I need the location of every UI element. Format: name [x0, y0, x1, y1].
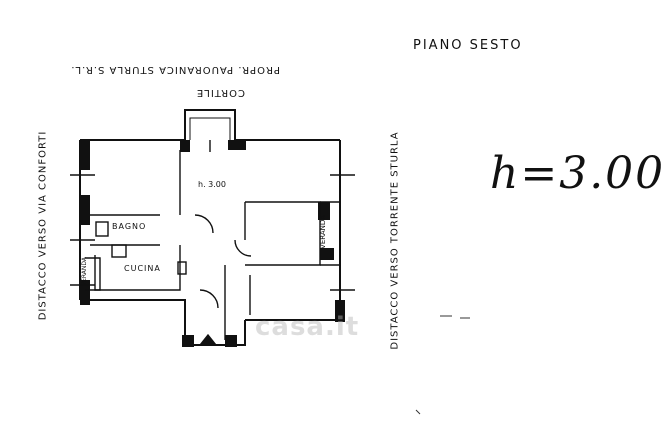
door-swing — [199, 289, 219, 309]
wall-segment — [318, 202, 330, 220]
interior-wall — [245, 201, 321, 266]
wall-segment — [80, 140, 90, 170]
veranda-outline — [85, 257, 101, 291]
window-mark — [70, 140, 355, 291]
left-side-label: DISTACCO VERSO VIA CONFORTI — [37, 130, 49, 321]
outer-wall-bottom — [80, 299, 246, 346]
kitchen-sink — [111, 244, 127, 258]
veranda-left-label: VERANDA — [81, 256, 89, 287]
wall-segment — [80, 195, 90, 225]
veranda-top-label: VERANDA — [318, 215, 327, 249]
wall-segment — [225, 335, 237, 347]
ceiling-height-annotation: h=3.00 — [490, 148, 665, 199]
bathroom-fixture — [95, 221, 109, 237]
stray-mark — [415, 409, 421, 415]
floor-plan — [70, 109, 470, 415]
wall-segment — [228, 140, 246, 150]
wall-segment — [320, 248, 334, 260]
courtyard-label: CORTILE — [195, 87, 245, 98]
wall-segment — [80, 280, 90, 305]
stove — [177, 261, 187, 275]
wall-segment — [182, 335, 194, 347]
stray-mark — [440, 315, 470, 319]
bathroom-label: BAGNO — [112, 222, 147, 231]
door-swing — [194, 214, 214, 234]
stairs-arrow — [198, 333, 218, 346]
owner-label: PROPR. PAUORANICA STURLA S.R.L. — [70, 64, 280, 75]
balcony-outline — [189, 117, 231, 140]
floor-title: PIANO SESTO — [413, 38, 523, 53]
watermark: casa.it — [255, 312, 360, 342]
veranda-outline — [320, 201, 341, 266]
wall-segment — [180, 140, 190, 152]
door-swing — [234, 239, 252, 257]
interior-wall — [94, 245, 181, 291]
wall-segment — [335, 300, 345, 322]
outer-wall-top — [80, 109, 340, 141]
right-side-label: DISTACCO VERSO TORRENTE STURLA — [389, 131, 401, 350]
kitchen-label: CUCINA — [124, 264, 161, 273]
height-label: h. 3.00 — [198, 180, 226, 189]
